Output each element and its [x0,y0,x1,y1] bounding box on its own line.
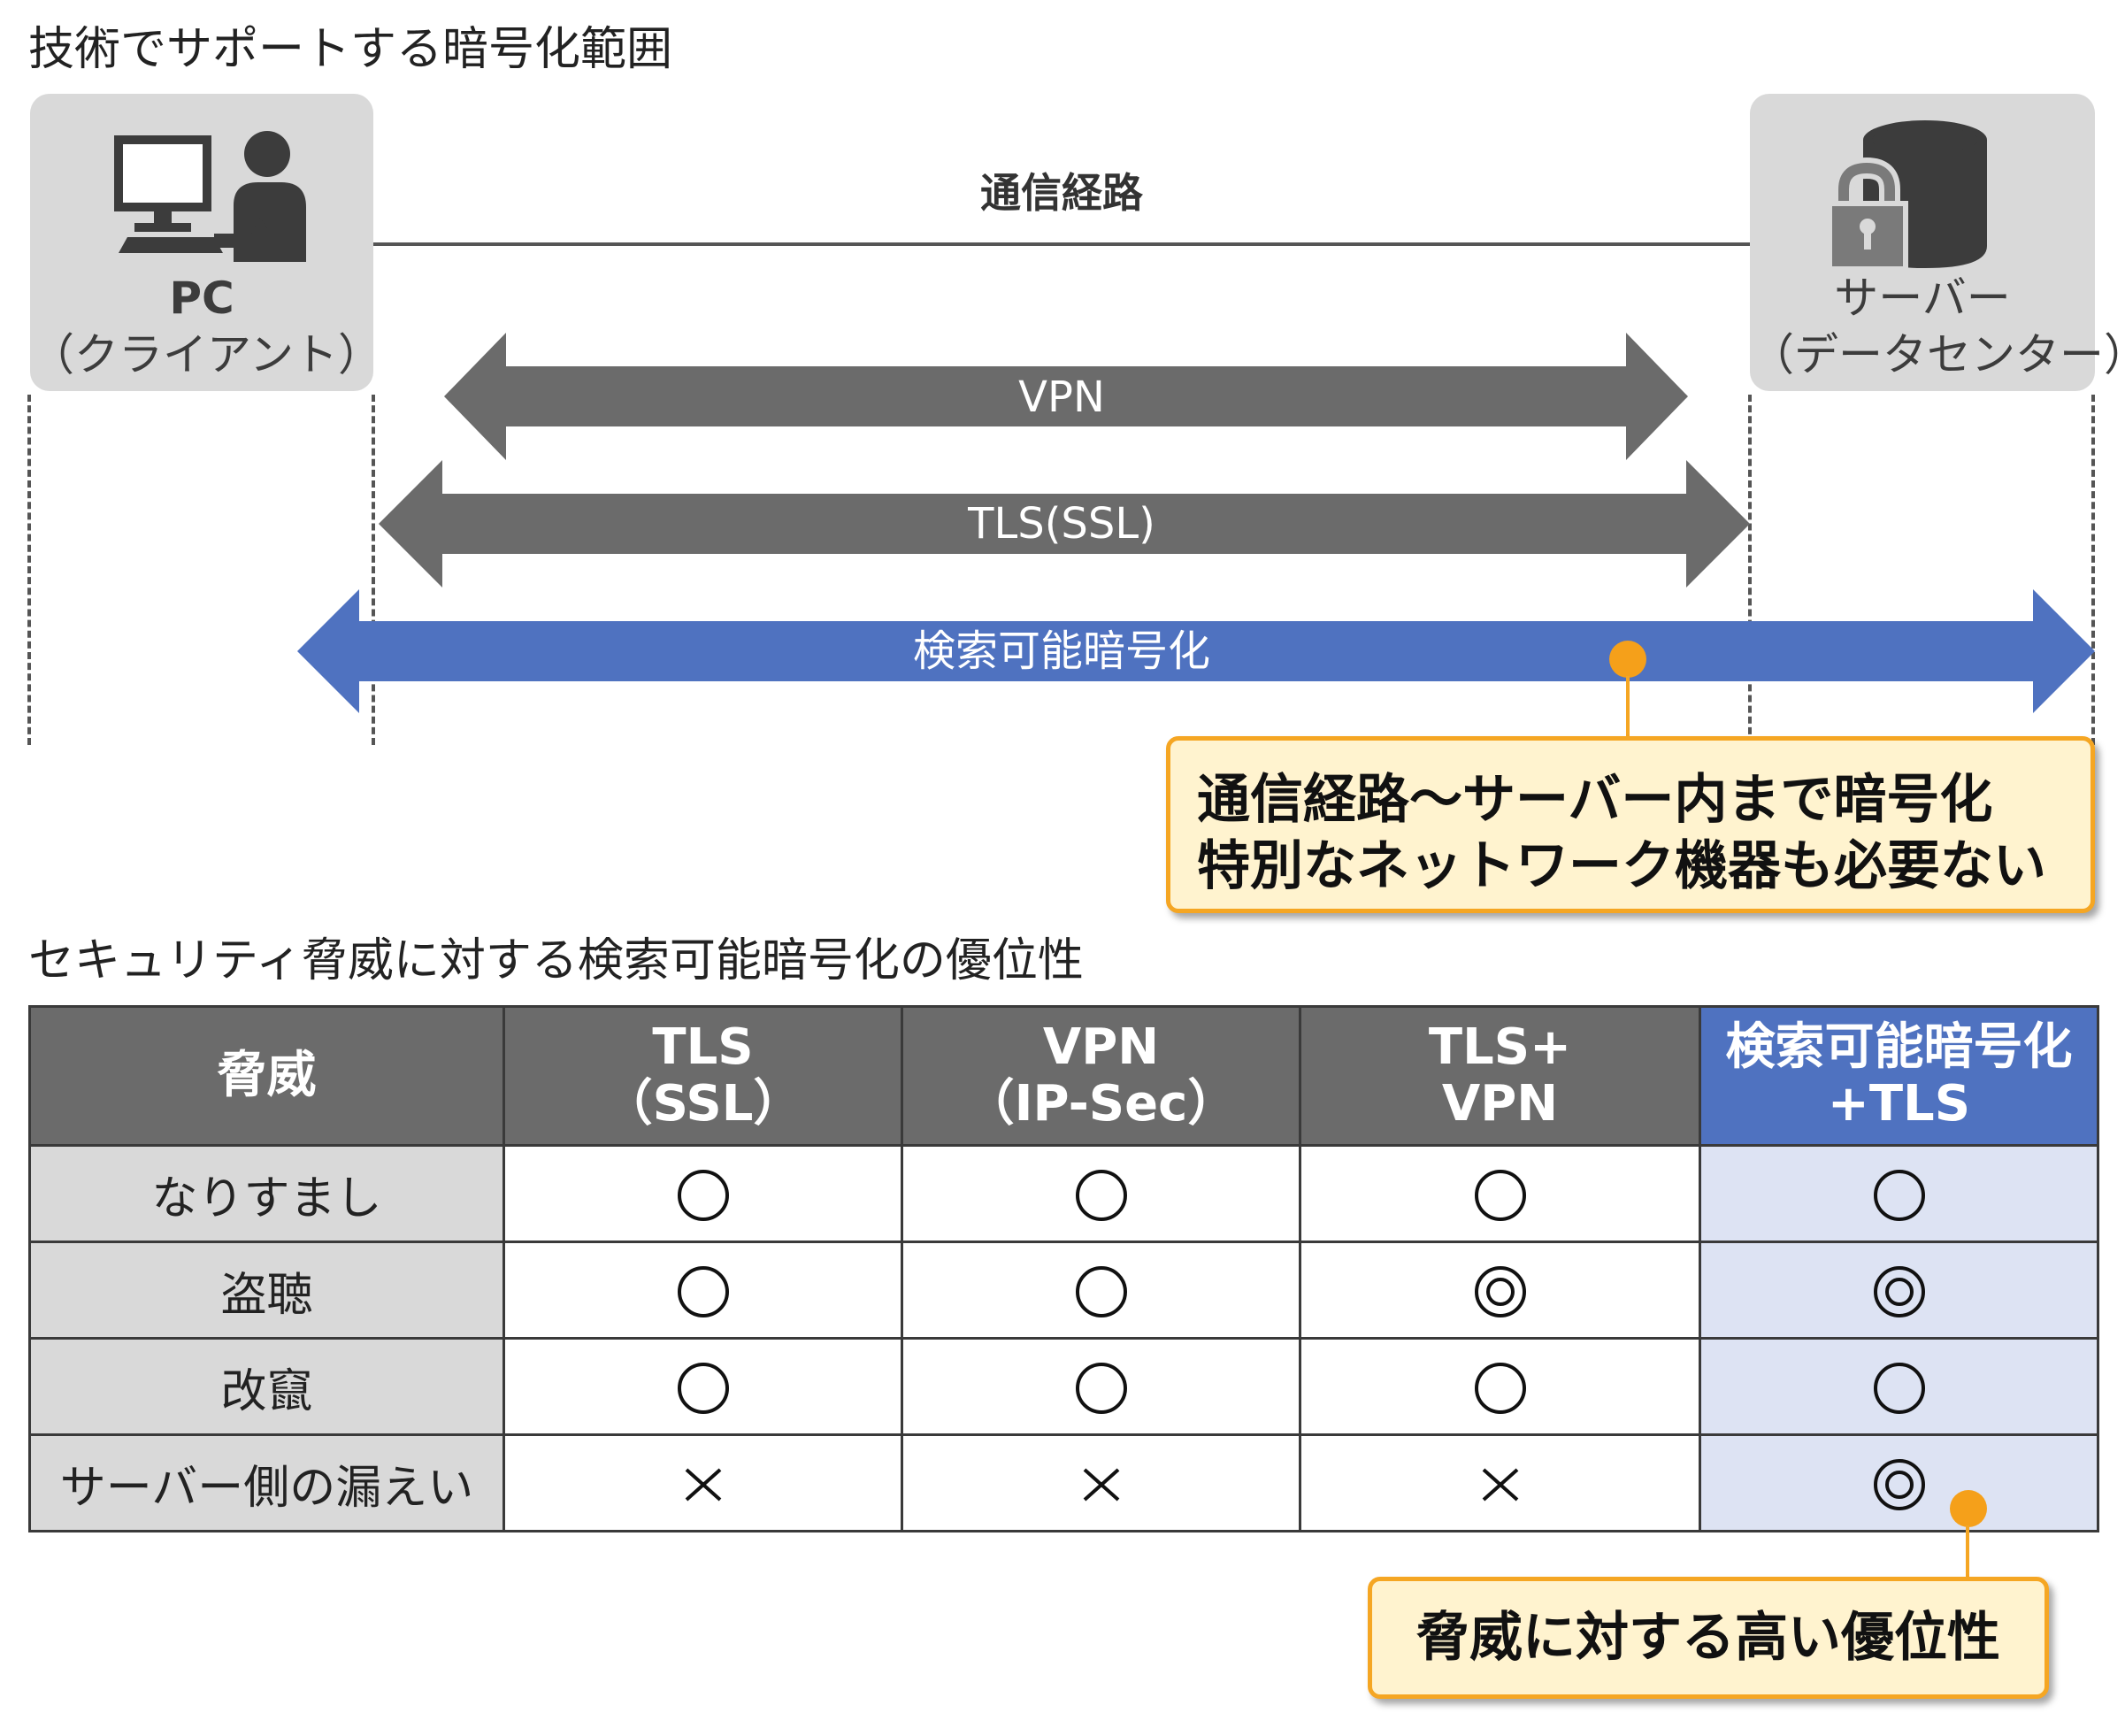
tls-arrow-label: TLS(SSL) [968,499,1155,549]
comparison-table: 脅威 TLS（SSL） VPN（IP-Sec） TLS+VPN 検索可能暗号化+… [28,1005,2099,1532]
header-searchable-encryption: 検索可能暗号化+TLS [1699,1005,2099,1147]
table-callout-connector [1966,1525,1969,1580]
table-row: 改竄○○○○ [28,1337,2099,1436]
callout-anchor-dot [1609,641,1646,678]
scope-title: 技術でサポートする暗号化範囲 [28,23,673,76]
table-callout-anchor-dot [1950,1490,1987,1527]
header-tls-vpn: TLS+VPN [1299,1005,1701,1147]
scope-callout-line2: 特別なネットワーク機器も必要ない [1197,835,2046,897]
route-line [373,242,1750,246]
header-vpn: VPN（IP-Sec） [901,1005,1301,1147]
threat-cell: サーバー側の漏えい [28,1433,505,1532]
rating-cell: × [502,1433,903,1532]
rating-cell: ◎ [1699,1241,2099,1340]
server-sublabel: （データセンター） [1750,329,2125,380]
vpn-arrow [444,333,1688,460]
database-lock-icon [1828,120,1987,272]
table-row: サーバー側の漏えい×××◎ [28,1433,2099,1532]
rating-cell: ○ [901,1241,1301,1340]
rating-cell: ○ [1299,1144,1701,1243]
client-box: PC （クライアント） [30,94,382,391]
client-sublabel: （クライアント） [30,329,382,380]
encryption-range-arrows [297,333,2095,713]
rating-cell: ○ [1299,1337,1701,1436]
table-row: 盗聴○○◎◎ [28,1241,2099,1340]
server-label: サーバー [1834,273,2011,324]
vpn-arrow-label: VPN [1018,373,1105,422]
server-left-boundary [1748,395,1752,745]
rating-cell: ○ [502,1241,903,1340]
rating-cell: ◎ [1699,1433,2099,1532]
rating-cell: ○ [502,1337,903,1436]
pc-user-icon [114,131,306,262]
tls-arrow [379,460,1750,588]
rating-cell: ○ [1699,1144,2099,1243]
comparison-title: セキュリティ脅威に対する検索可能暗号化の優位性 [28,934,1084,987]
table-row: なりすまし○○○○ [28,1144,2099,1243]
client-left-boundary [27,395,31,745]
searchable-arrow-label: 検索可能暗号化 [912,626,1210,676]
rating-cell: ◎ [1299,1241,1701,1340]
rating-cell: ○ [1699,1337,2099,1436]
rating-cell: × [1299,1433,1701,1532]
threat-cell: 改竄 [28,1337,505,1436]
rating-cell: ○ [901,1337,1301,1436]
server-right-boundary [2091,395,2095,745]
scope-callout: 通信経路～サーバー内まで暗号化 特別なネットワーク機器も必要ない [1166,736,2095,913]
rating-cell: ○ [901,1144,1301,1243]
table-header-row: 脅威 TLS（SSL） VPN（IP-Sec） TLS+VPN 検索可能暗号化+… [28,1005,2099,1147]
client-right-boundary [372,395,375,745]
rating-cell: ○ [502,1144,903,1243]
callout-connector [1626,676,1630,740]
rating-cell: × [901,1433,1301,1532]
route-label: 通信経路 [980,169,1143,217]
table-callout: 脅威に対する高い優位性 [1368,1577,2049,1699]
server-box: サーバー （データセンター） [1750,94,2125,391]
searchable-encryption-arrow [297,589,2095,713]
header-tls: TLS（SSL） [502,1005,903,1147]
threat-cell: 盗聴 [28,1241,505,1340]
threat-cell: なりすまし [28,1144,505,1243]
header-threat: 脅威 [28,1005,505,1147]
client-label: PC [169,273,234,324]
scope-callout-line1: 通信経路～サーバー内まで暗号化 [1197,769,1993,831]
